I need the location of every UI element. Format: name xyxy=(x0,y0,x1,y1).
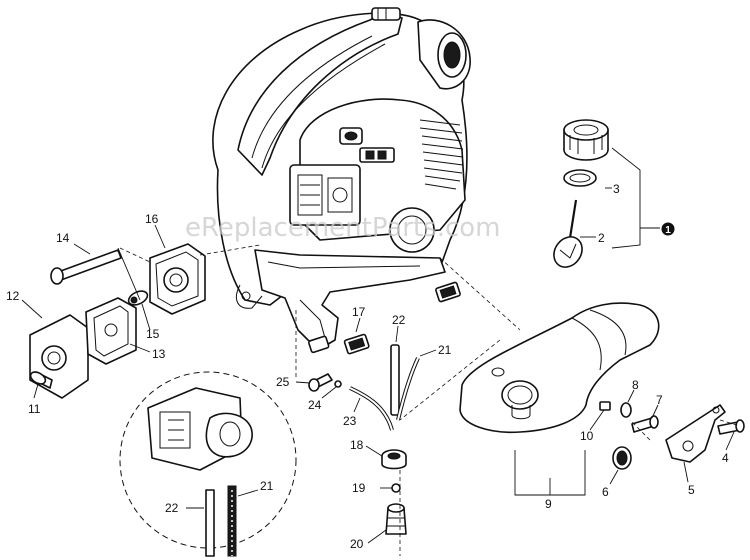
cap-gasket xyxy=(563,169,597,187)
fuel-lines xyxy=(349,344,420,431)
callout-6: 6 xyxy=(602,485,609,499)
tank-bracket-5 xyxy=(665,404,726,463)
air-cleaner-base-16 xyxy=(149,243,206,315)
filter-element-13 xyxy=(85,297,137,365)
callout-2: 2 xyxy=(598,231,605,245)
callout-10: 10 xyxy=(580,429,594,443)
washer-8 xyxy=(620,402,632,418)
washer-24 xyxy=(334,380,342,388)
watermark: eReplacementParts.com xyxy=(185,213,501,243)
bolt-7 xyxy=(631,415,659,433)
fuel-cap xyxy=(563,119,609,161)
bolt-14 xyxy=(50,249,122,285)
callout-21: 21 xyxy=(438,343,452,357)
callout-12: 12 xyxy=(6,289,20,303)
assembly-callout-1: 1 xyxy=(661,222,675,236)
bolt-4 xyxy=(717,419,745,435)
callout-9: 9 xyxy=(545,497,552,511)
callout-13: 13 xyxy=(152,347,166,361)
callout-7: 7 xyxy=(656,393,663,407)
leader-lines xyxy=(21,147,741,556)
air-filter-parts xyxy=(29,243,206,399)
callouts: 1 2 3 4 5 6 7 8 9 10 11 12 13 14 15 16 1… xyxy=(6,182,729,551)
callout-21-inset: 21 xyxy=(260,479,274,493)
callout-18: 18 xyxy=(350,438,364,452)
clip-19 xyxy=(391,483,401,493)
callout-22-inset: 22 xyxy=(165,501,179,515)
callout-17: 17 xyxy=(352,305,366,319)
screw-25 xyxy=(308,373,333,392)
fuel-filter-tether xyxy=(553,199,583,268)
fuel-tank-9 xyxy=(459,302,660,434)
knob-11 xyxy=(29,371,53,389)
grommet-18 xyxy=(381,449,407,470)
spacer-10 xyxy=(599,401,611,411)
callout-8: 8 xyxy=(632,378,639,392)
callout-15: 15 xyxy=(146,327,160,341)
callout-19: 19 xyxy=(352,481,366,495)
callout-24: 24 xyxy=(308,398,322,412)
callout-5: 5 xyxy=(688,483,695,497)
air-cover-12 xyxy=(29,314,89,399)
callout-20: 20 xyxy=(350,537,364,551)
grommet-6 xyxy=(612,446,632,470)
detail-inset xyxy=(119,371,297,557)
fuel-cap-assembly xyxy=(553,119,609,268)
rubber-mounts xyxy=(308,281,461,355)
cylinder-fins xyxy=(419,119,464,190)
svg-text:1: 1 xyxy=(665,225,671,236)
engine-housing xyxy=(212,7,471,351)
callout-4: 4 xyxy=(722,451,729,465)
callout-14: 14 xyxy=(56,231,70,245)
callout-11: 11 xyxy=(28,402,41,416)
callout-3: 3 xyxy=(613,182,620,196)
callout-16: 16 xyxy=(145,212,159,226)
callout-25: 25 xyxy=(276,375,290,389)
fuel-filter-20 xyxy=(385,503,407,535)
callout-22: 22 xyxy=(392,313,406,327)
gasket-15 xyxy=(127,290,149,306)
callout-23: 23 xyxy=(343,414,357,428)
